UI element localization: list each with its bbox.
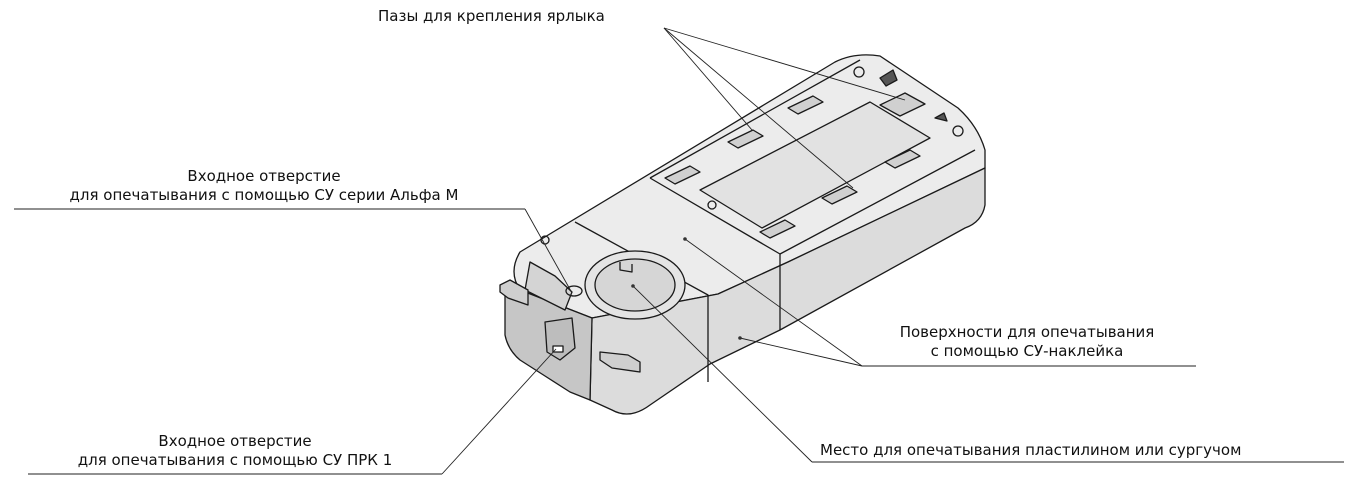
label-slot <box>821 185 858 205</box>
plasticine-seal-socket-inner <box>594 258 676 312</box>
screw <box>853 66 865 78</box>
leader-line <box>663 27 906 101</box>
label-slot <box>727 129 764 149</box>
leader-line <box>663 27 753 131</box>
prk-inlet-caption-line1: Входное отверстие <box>158 432 312 450</box>
front-clip-left <box>499 279 529 306</box>
front-clip-right <box>599 351 641 373</box>
label-slot <box>879 92 926 117</box>
leader-dot <box>631 284 635 288</box>
end-marking <box>879 69 898 87</box>
surfaces-caption: Поверхности для опечатывания с помощью С… <box>862 323 1192 361</box>
surfaces-caption-line2: с помощью СУ-наклейка <box>930 342 1124 360</box>
label-slots <box>664 92 926 239</box>
leader-dot <box>683 237 687 241</box>
alpha-inlet-caption: Входное отверстие для опечатывания с пом… <box>14 167 514 205</box>
leader-line <box>663 27 854 189</box>
socket-notch <box>619 262 633 273</box>
leader-line <box>739 337 863 367</box>
body-segment-line <box>779 149 976 255</box>
leader-line <box>632 285 813 463</box>
end-marking-arrow <box>934 112 948 122</box>
leader-line <box>524 208 573 294</box>
body-segment-line <box>649 59 861 179</box>
label-slot <box>787 95 824 115</box>
leader-line <box>684 238 863 367</box>
label-slot <box>884 149 921 169</box>
device-side-face <box>589 167 986 415</box>
body-segment-line <box>574 221 709 382</box>
label-slots-caption: Пазы для крепления ярлыка <box>378 7 605 25</box>
prk-inlet-hole <box>552 345 564 353</box>
label-slot <box>759 219 796 239</box>
alpha-inlet-hole <box>565 285 583 297</box>
plasticine-caption: Место для опечатывания пластилином или с… <box>820 441 1242 459</box>
prk-inlet-caption-line2: для опечатывания с помощью СУ ПРК 1 <box>77 451 393 469</box>
label-recess <box>699 101 931 229</box>
label-slot <box>664 165 701 185</box>
screw <box>952 125 964 137</box>
leader-dot <box>738 336 742 340</box>
leader-line <box>441 348 557 475</box>
prk-inlet-caption: Входное отверстие для опечатывания с пом… <box>30 432 440 470</box>
alpha-inlet-caption-line1: Входное отверстие <box>187 167 341 185</box>
screw <box>707 200 717 210</box>
alpha-inlet-caption-line2: для опечатывания с помощью СУ серии Альф… <box>69 186 459 204</box>
surfaces-caption-line1: Поверхности для опечатывания <box>899 323 1155 341</box>
